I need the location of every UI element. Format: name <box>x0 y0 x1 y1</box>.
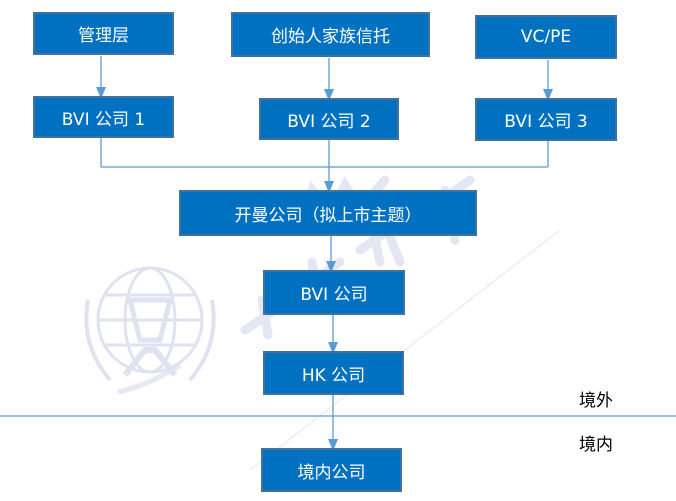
node-cayman: 开曼公司（拟上市主题） <box>179 190 477 236</box>
node-bvi-label: BVI 公司 <box>300 285 368 305</box>
node-bvi1: BVI 公司 1 <box>33 96 174 138</box>
node-management: 管理层 <box>33 12 174 55</box>
node-management-label: 管理层 <box>78 26 129 46</box>
node-bvi2: BVI 公司 2 <box>259 98 399 140</box>
node-vcpe-label: VC/PE <box>520 27 572 47</box>
node-bvi: BVI 公司 <box>263 270 405 315</box>
region-offshore-label: 境外 <box>579 391 613 411</box>
node-bvi1-label: BVI 公司 1 <box>61 109 146 130</box>
node-founder-trust-label: 创始人家族信托 <box>271 27 390 47</box>
node-domestic: 境内公司 <box>261 448 402 492</box>
node-vcpe: VC/PE <box>475 15 617 59</box>
node-hk: HK 公司 <box>263 351 404 395</box>
node-cayman-label: 开曼公司（拟上市主题） <box>234 205 422 226</box>
node-bvi3-label: BVI 公司 3 <box>504 112 588 132</box>
node-founder-trust: 创始人家族信托 <box>231 12 430 57</box>
node-hk-label: HK 公司 <box>301 365 366 386</box>
node-bvi2-label: BVI 公司 2 <box>287 111 371 132</box>
node-bvi3: BVI 公司 3 <box>475 98 617 141</box>
node-domestic-label: 境内公司 <box>297 462 366 483</box>
region-onshore-label: 境内 <box>579 435 613 455</box>
